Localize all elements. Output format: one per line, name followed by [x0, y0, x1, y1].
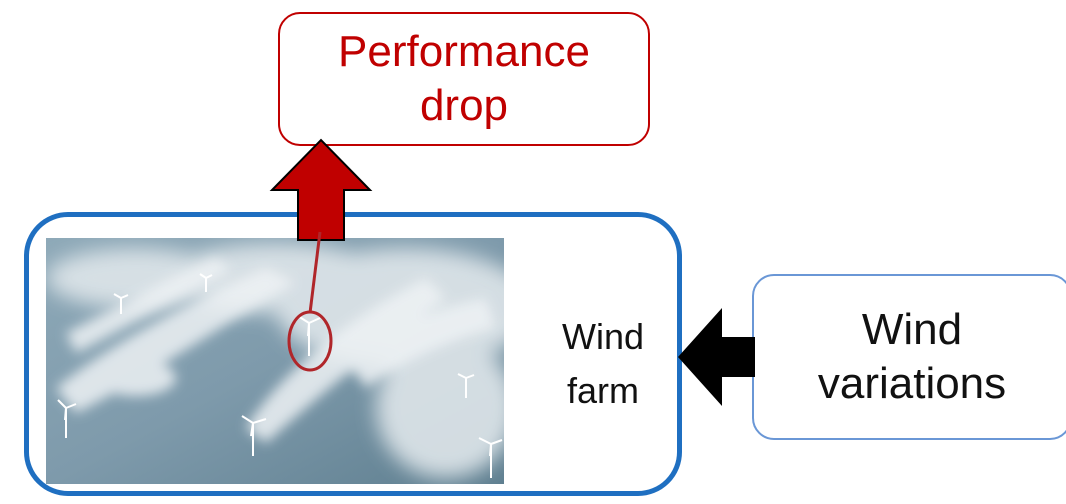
wind-farm-line2: farm	[567, 370, 639, 411]
performance-drop-label: Performance drop	[338, 25, 590, 132]
performance-drop-box: Performance drop	[278, 12, 650, 146]
left-arrow-icon	[678, 308, 755, 406]
wind-variations-box: Wind variations	[752, 274, 1066, 440]
wind-farm-line1: Wind	[561, 316, 645, 357]
performance-drop-line1: Performance	[338, 27, 590, 77]
wind-farm-label: Wind farm	[538, 310, 668, 418]
wind-variations-label: Wind variations	[818, 303, 1006, 410]
wind-turbine-icon	[57, 273, 503, 478]
wind-farm-photo	[46, 238, 504, 484]
wind-variations-line2: variations	[817, 359, 1007, 408]
wind-variations-line1: Wind	[861, 305, 963, 355]
performance-drop-line2: drop	[419, 81, 509, 130]
